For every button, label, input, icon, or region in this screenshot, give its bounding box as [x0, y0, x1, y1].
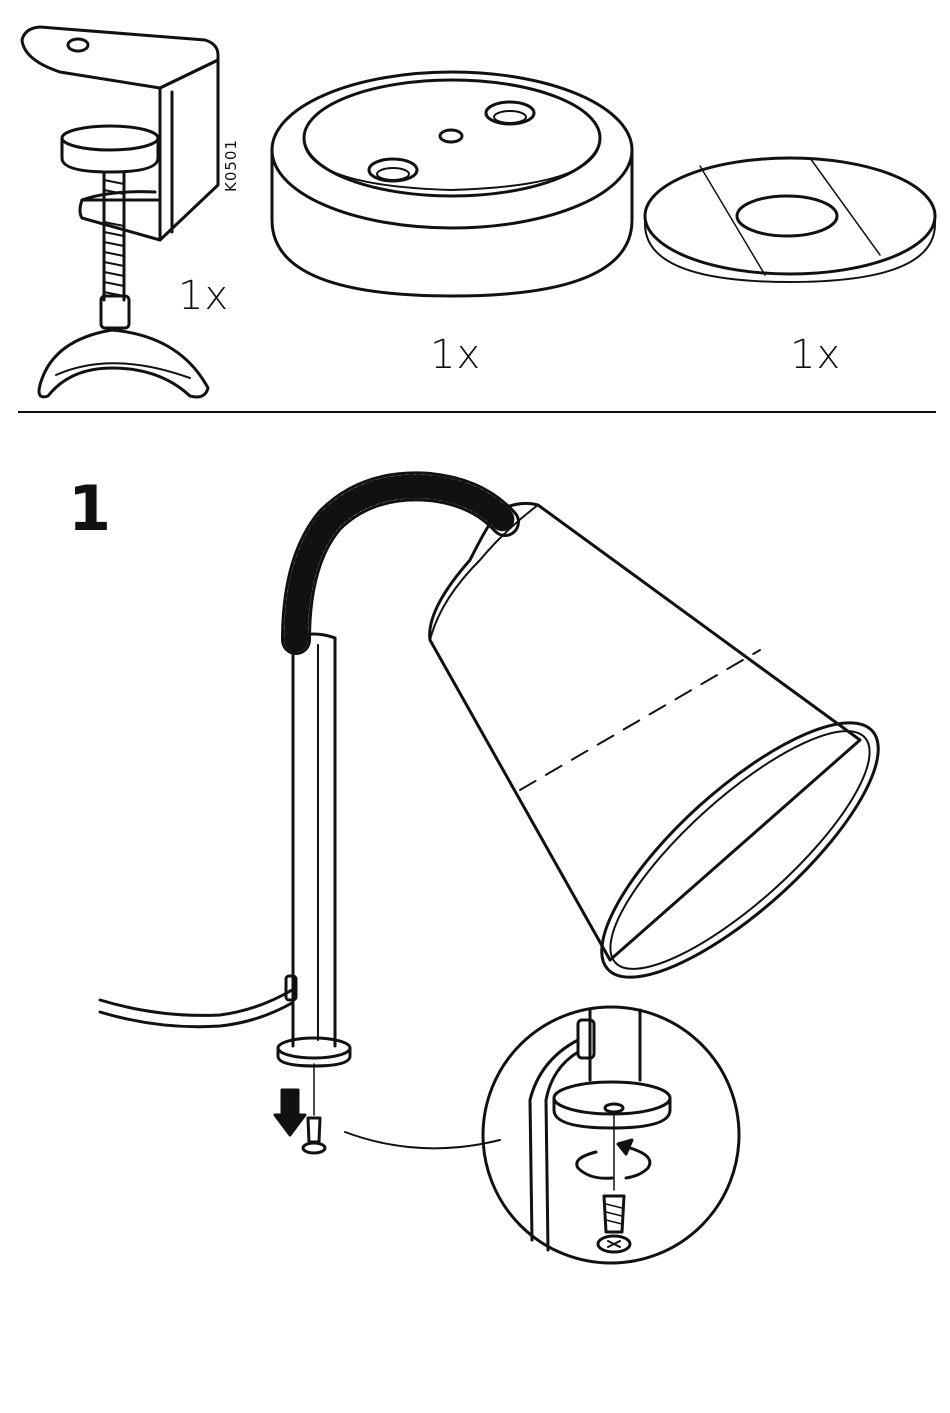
- disc-illustration: [645, 158, 935, 282]
- section-divider: [18, 411, 936, 413]
- clamp-part-code: K0501: [222, 139, 240, 192]
- base-quantity: 1x: [430, 335, 481, 375]
- clamp-illustration: [22, 27, 218, 397]
- detail-magnifier: [483, 1007, 739, 1263]
- disc-quantity: 1x: [790, 335, 841, 375]
- step-number: 1: [68, 478, 111, 540]
- base-illustration: [272, 72, 632, 296]
- lamp-illustration: [100, 486, 912, 1153]
- clamp-quantity: 1x: [178, 276, 229, 316]
